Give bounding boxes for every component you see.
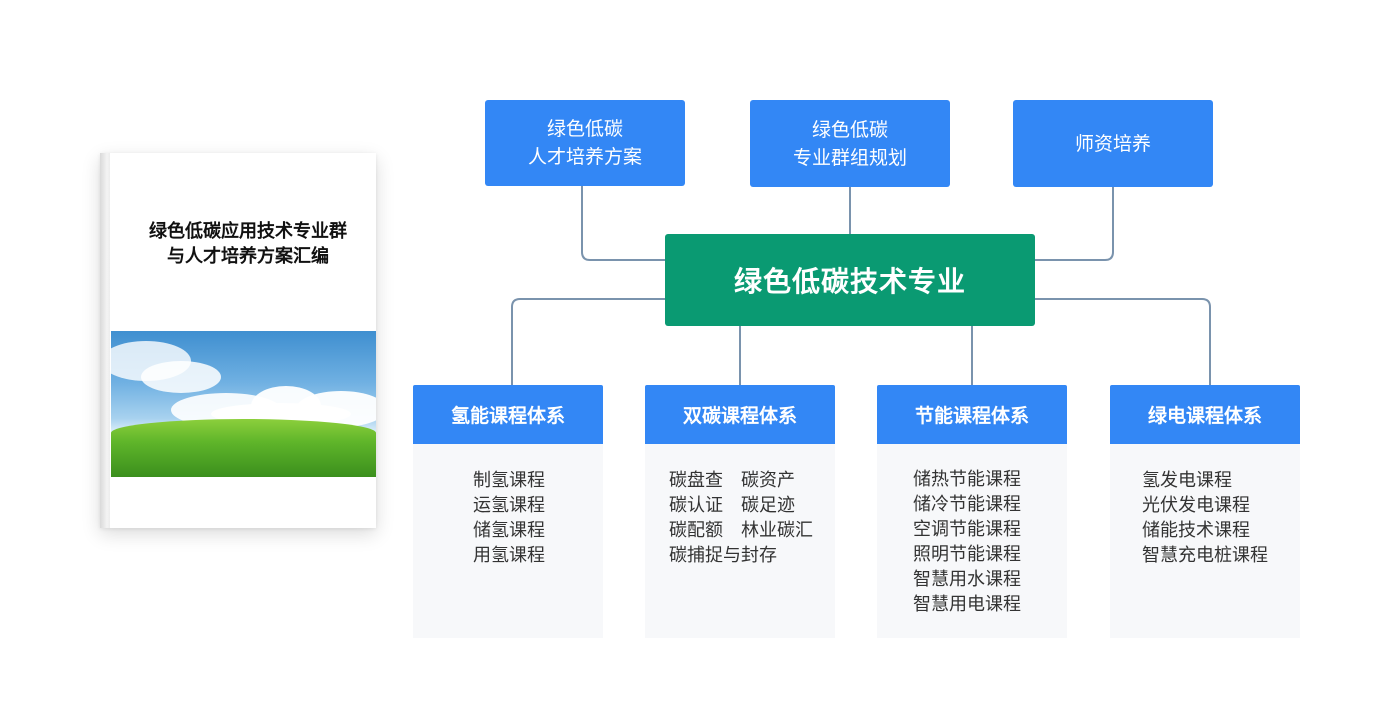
connector-bottom-1 <box>511 298 665 385</box>
list-item: 储氢课程 <box>473 520 545 541</box>
course-title: 双碳课程体系 <box>645 385 835 444</box>
center-node: 绿色低碳技术专业 <box>665 234 1035 326</box>
node-line: 人才培养方案 <box>527 146 642 168</box>
course-body: 氢发电课程 光伏发电课程 储能技术课程 智慧充电桩课程 <box>1110 444 1300 638</box>
list-item: 空调节能课程 <box>913 519 1021 540</box>
node-line: 师资培养 <box>1074 132 1151 155</box>
course-title: 绿电课程体系 <box>1110 385 1300 444</box>
course-list: 氢发电课程 光伏发电课程 储能技术课程 智慧充电桩课程 <box>1142 468 1300 568</box>
list-item: 储冷节能课程 <box>913 494 1021 515</box>
node-line: 专业群组规划 <box>792 146 907 169</box>
book-spine <box>100 153 110 528</box>
list-item: 碳盘查 碳资产 <box>669 470 795 491</box>
book-cover: 绿色低碳应用技术专业群 与人才培养方案汇编 <box>100 153 376 528</box>
list-item: 智慧用水课程 <box>913 569 1021 590</box>
node-talent-plan: 绿色低碳 人才培养方案 <box>485 100 685 186</box>
course-body: 制氢课程 运氢课程 储氢课程 用氢课程 <box>413 444 603 638</box>
connector-top-left <box>581 186 665 261</box>
list-item: 制氢课程 <box>473 470 545 491</box>
node-line: 绿色低碳 <box>546 118 623 140</box>
list-item: 储热节能课程 <box>913 469 1021 490</box>
book-title-line: 与人才培养方案汇编 <box>167 246 329 267</box>
book-title-line: 绿色低碳应用技术专业群 <box>149 221 347 242</box>
course-list: 制氢课程 运氢课程 储氢课程 用氢课程 <box>473 468 603 568</box>
list-item: 碳捕捉与封存 <box>669 545 777 566</box>
cloud-shape <box>141 361 221 393</box>
course-panel-energy-saving: 节能课程体系 储热节能课程 储冷节能课程 空调节能课程 照明节能课程 智慧用水课… <box>877 385 1067 638</box>
node-major-group-plan: 绿色低碳 专业群组规划 <box>750 100 950 187</box>
node-teacher-training: 师资培养 <box>1013 100 1213 187</box>
course-title: 氢能课程体系 <box>413 385 603 444</box>
sky-grass-image <box>111 331 376 477</box>
course-panel-hydrogen: 氢能课程体系 制氢课程 运氢课程 储氢课程 用氢课程 <box>413 385 603 638</box>
list-item: 智慧用电课程 <box>913 594 1021 615</box>
list-item: 光伏发电课程 <box>1142 495 1250 516</box>
course-body: 碳盘查 碳资产 碳认证 碳足迹 碳配额 林业碳汇 碳捕捉与封存 <box>645 444 835 638</box>
course-title: 节能课程体系 <box>877 385 1067 444</box>
list-item: 照明节能课程 <box>913 544 1021 565</box>
node-line: 绿色低碳 <box>811 118 888 141</box>
list-item: 用氢课程 <box>473 545 545 566</box>
list-item: 智慧充电桩课程 <box>1142 545 1268 566</box>
grass-field <box>111 419 376 477</box>
list-item: 运氢课程 <box>473 495 545 516</box>
list-item: 氢发电课程 <box>1142 470 1232 491</box>
course-panel-dual-carbon: 双碳课程体系 碳盘查 碳资产 碳认证 碳足迹 碳配额 林业碳汇 碳捕捉与封存 <box>645 385 835 638</box>
connector-top-right <box>1035 187 1114 261</box>
connector-bottom-4 <box>1035 298 1211 385</box>
book-title: 绿色低碳应用技术专业群 与人才培养方案汇编 <box>130 219 366 269</box>
list-item: 储能技术课程 <box>1142 520 1250 541</box>
course-panel-green-power: 绿电课程体系 氢发电课程 光伏发电课程 储能技术课程 智慧充电桩课程 <box>1110 385 1300 638</box>
list-item: 碳配额 林业碳汇 <box>669 520 813 541</box>
course-body: 储热节能课程 储冷节能课程 空调节能课程 照明节能课程 智慧用水课程 智慧用电课… <box>877 444 1067 638</box>
course-list: 碳盘查 碳资产 碳认证 碳足迹 碳配额 林业碳汇 碳捕捉与封存 <box>669 468 835 568</box>
course-list: 储热节能课程 储冷节能课程 空调节能课程 照明节能课程 智慧用水课程 智慧用电课… <box>913 467 1067 617</box>
list-item: 碳认证 碳足迹 <box>669 495 795 516</box>
